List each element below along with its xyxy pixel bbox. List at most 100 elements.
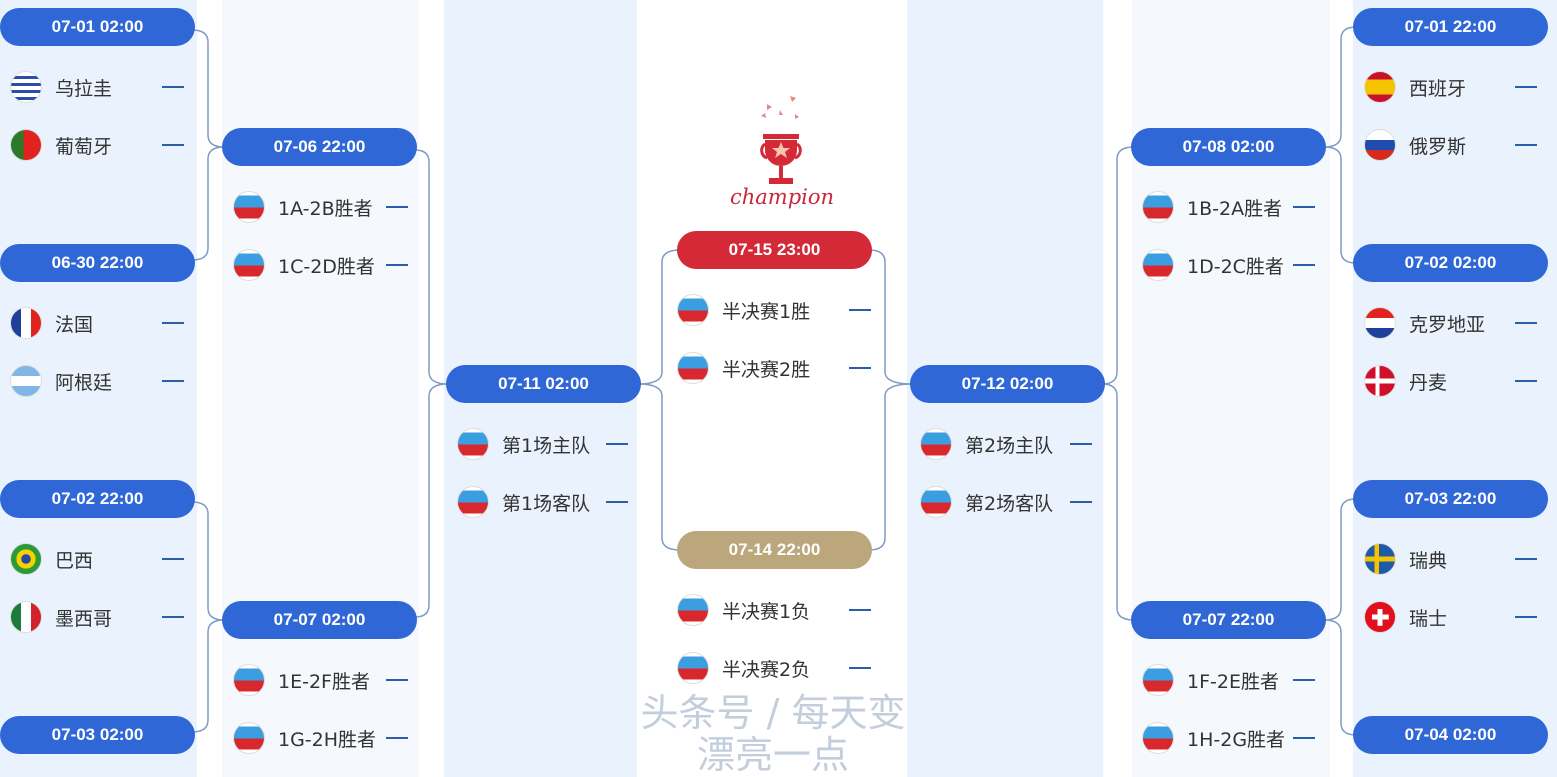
team-row[interactable]: 瑞典 xyxy=(1364,543,1447,575)
team-row[interactable]: 半决赛2胜 xyxy=(677,352,810,384)
score-placeholder xyxy=(162,322,184,324)
score-placeholder xyxy=(386,206,408,208)
team-name: 1B-2A胜者 xyxy=(1187,197,1283,220)
team-row[interactable]: 第2场客队 xyxy=(920,486,1053,518)
team-name: 1F-2E胜者 xyxy=(1187,670,1279,693)
team-name: 1H-2G胜者 xyxy=(1187,728,1286,751)
team-row[interactable]: 第1场主队 xyxy=(457,428,590,460)
team-row[interactable]: 瑞士 xyxy=(1364,601,1447,633)
team-row[interactable]: 1G-2H胜者 xyxy=(233,722,376,754)
team-row[interactable]: 1E-2F胜者 xyxy=(233,664,370,696)
match-time-pill[interactable]: 07-08 02:00 xyxy=(1131,128,1326,166)
team-name: 第2场客队 xyxy=(965,492,1054,515)
team-row[interactable]: 半决赛1胜 xyxy=(677,294,810,326)
match-time-pill[interactable]: 07-12 02:00 xyxy=(910,365,1105,403)
team-row[interactable]: 第2场主队 xyxy=(920,428,1053,460)
score-placeholder xyxy=(386,737,408,739)
denmark-flag-icon xyxy=(1364,365,1396,397)
match-time-pill[interactable]: 07-14 22:00 xyxy=(677,531,872,569)
score-placeholder xyxy=(1515,322,1537,324)
score-placeholder xyxy=(162,380,184,382)
team-name: 1D-2C胜者 xyxy=(1187,255,1284,278)
match-time-pill[interactable]: 07-01 22:00 xyxy=(1353,8,1548,46)
team-row[interactable]: 1A-2B胜者 xyxy=(233,191,373,223)
watermark: 头条号 / 每天变漂亮一点 xyxy=(640,691,906,777)
match-time-pill[interactable]: 07-02 22:00 xyxy=(0,480,195,518)
bracket-connector xyxy=(1323,26,1357,148)
placeholder-flag-icon xyxy=(677,352,709,384)
score-placeholder xyxy=(162,86,184,88)
match-time-pill[interactable]: 07-07 02:00 xyxy=(222,601,417,639)
team-row[interactable]: 西班牙 xyxy=(1364,71,1466,103)
team-row[interactable]: 1H-2G胜者 xyxy=(1142,722,1285,754)
team-row[interactable]: 乌拉圭 xyxy=(10,71,112,103)
team-row[interactable]: 1B-2A胜者 xyxy=(1142,191,1282,223)
score-placeholder xyxy=(1515,616,1537,618)
bracket-connector xyxy=(868,249,914,385)
bracket-connector xyxy=(1323,146,1357,264)
team-row[interactable]: 阿根廷 xyxy=(10,365,112,397)
team-row[interactable]: 葡萄牙 xyxy=(10,129,112,161)
team-row[interactable]: 克罗地亚 xyxy=(1364,307,1485,339)
bracket-connector xyxy=(1323,619,1357,736)
match-time-pill[interactable]: 07-01 02:00 xyxy=(0,8,195,46)
france-flag-icon xyxy=(10,307,42,339)
team-name: 阿根廷 xyxy=(55,371,113,394)
team-row[interactable]: 墨西哥 xyxy=(10,601,112,633)
team-name: 葡萄牙 xyxy=(55,135,113,158)
team-name: 半决赛1负 xyxy=(722,600,811,623)
team-name: 乌拉圭 xyxy=(55,77,113,100)
team-name: 法国 xyxy=(55,313,94,336)
bracket-connector xyxy=(637,383,681,551)
bracket-connector xyxy=(1323,498,1357,621)
team-row[interactable]: 1C-2D胜者 xyxy=(233,249,375,281)
team-name: 瑞士 xyxy=(1409,607,1448,630)
croatia-flag-icon xyxy=(1364,307,1396,339)
team-row[interactable]: 1D-2C胜者 xyxy=(1142,249,1284,281)
score-placeholder xyxy=(162,144,184,146)
team-name: 半决赛1胜 xyxy=(722,300,811,323)
match-time-pill[interactable]: 07-15 23:00 xyxy=(677,231,872,269)
score-placeholder xyxy=(386,264,408,266)
team-row[interactable]: 丹麦 xyxy=(1364,365,1447,397)
score-placeholder xyxy=(1293,206,1315,208)
score-placeholder xyxy=(162,558,184,560)
team-name: 第1场主队 xyxy=(502,434,591,457)
score-placeholder xyxy=(1515,86,1537,88)
placeholder-flag-icon xyxy=(1142,664,1174,696)
match-time-pill[interactable]: 07-06 22:00 xyxy=(222,128,417,166)
bracket-connector xyxy=(414,149,449,385)
argentina-flag-icon xyxy=(10,365,42,397)
team-row[interactable]: 法国 xyxy=(10,307,93,339)
match-time-pill[interactable]: 07-03 02:00 xyxy=(0,716,195,754)
score-placeholder xyxy=(849,609,871,611)
score-placeholder xyxy=(1070,443,1092,445)
placeholder-flag-icon xyxy=(233,664,265,696)
match-time-pill[interactable]: 07-03 22:00 xyxy=(1353,480,1548,518)
match-time-pill[interactable]: 07-04 02:00 xyxy=(1353,716,1548,754)
brazil-flag-icon xyxy=(10,543,42,575)
placeholder-flag-icon xyxy=(457,486,489,518)
team-name: 俄罗斯 xyxy=(1409,135,1467,158)
team-row[interactable]: 半决赛2负 xyxy=(677,652,810,684)
team-row[interactable]: 巴西 xyxy=(10,543,93,575)
trophy-icon xyxy=(760,96,802,184)
team-name: 巴西 xyxy=(55,549,94,572)
score-placeholder xyxy=(1293,679,1315,681)
champion-label: champion xyxy=(730,185,835,209)
team-row[interactable]: 1F-2E胜者 xyxy=(1142,664,1279,696)
team-row[interactable]: 半决赛1负 xyxy=(677,594,810,626)
team-row[interactable]: 俄罗斯 xyxy=(1364,129,1466,161)
match-time-pill[interactable]: 06-30 22:00 xyxy=(0,244,195,282)
team-name: 1G-2H胜者 xyxy=(278,728,377,751)
placeholder-flag-icon xyxy=(233,722,265,754)
match-time-pill[interactable]: 07-02 02:00 xyxy=(1353,244,1548,282)
match-time-pill[interactable]: 07-11 02:00 xyxy=(446,365,641,403)
sweden-flag-icon xyxy=(1364,543,1396,575)
match-time-pill[interactable]: 07-07 22:00 xyxy=(1131,601,1326,639)
placeholder-flag-icon xyxy=(457,428,489,460)
placeholder-flag-icon xyxy=(677,594,709,626)
team-row[interactable]: 第1场客队 xyxy=(457,486,590,518)
placeholder-flag-icon xyxy=(920,486,952,518)
team-name: 第1场客队 xyxy=(502,492,591,515)
